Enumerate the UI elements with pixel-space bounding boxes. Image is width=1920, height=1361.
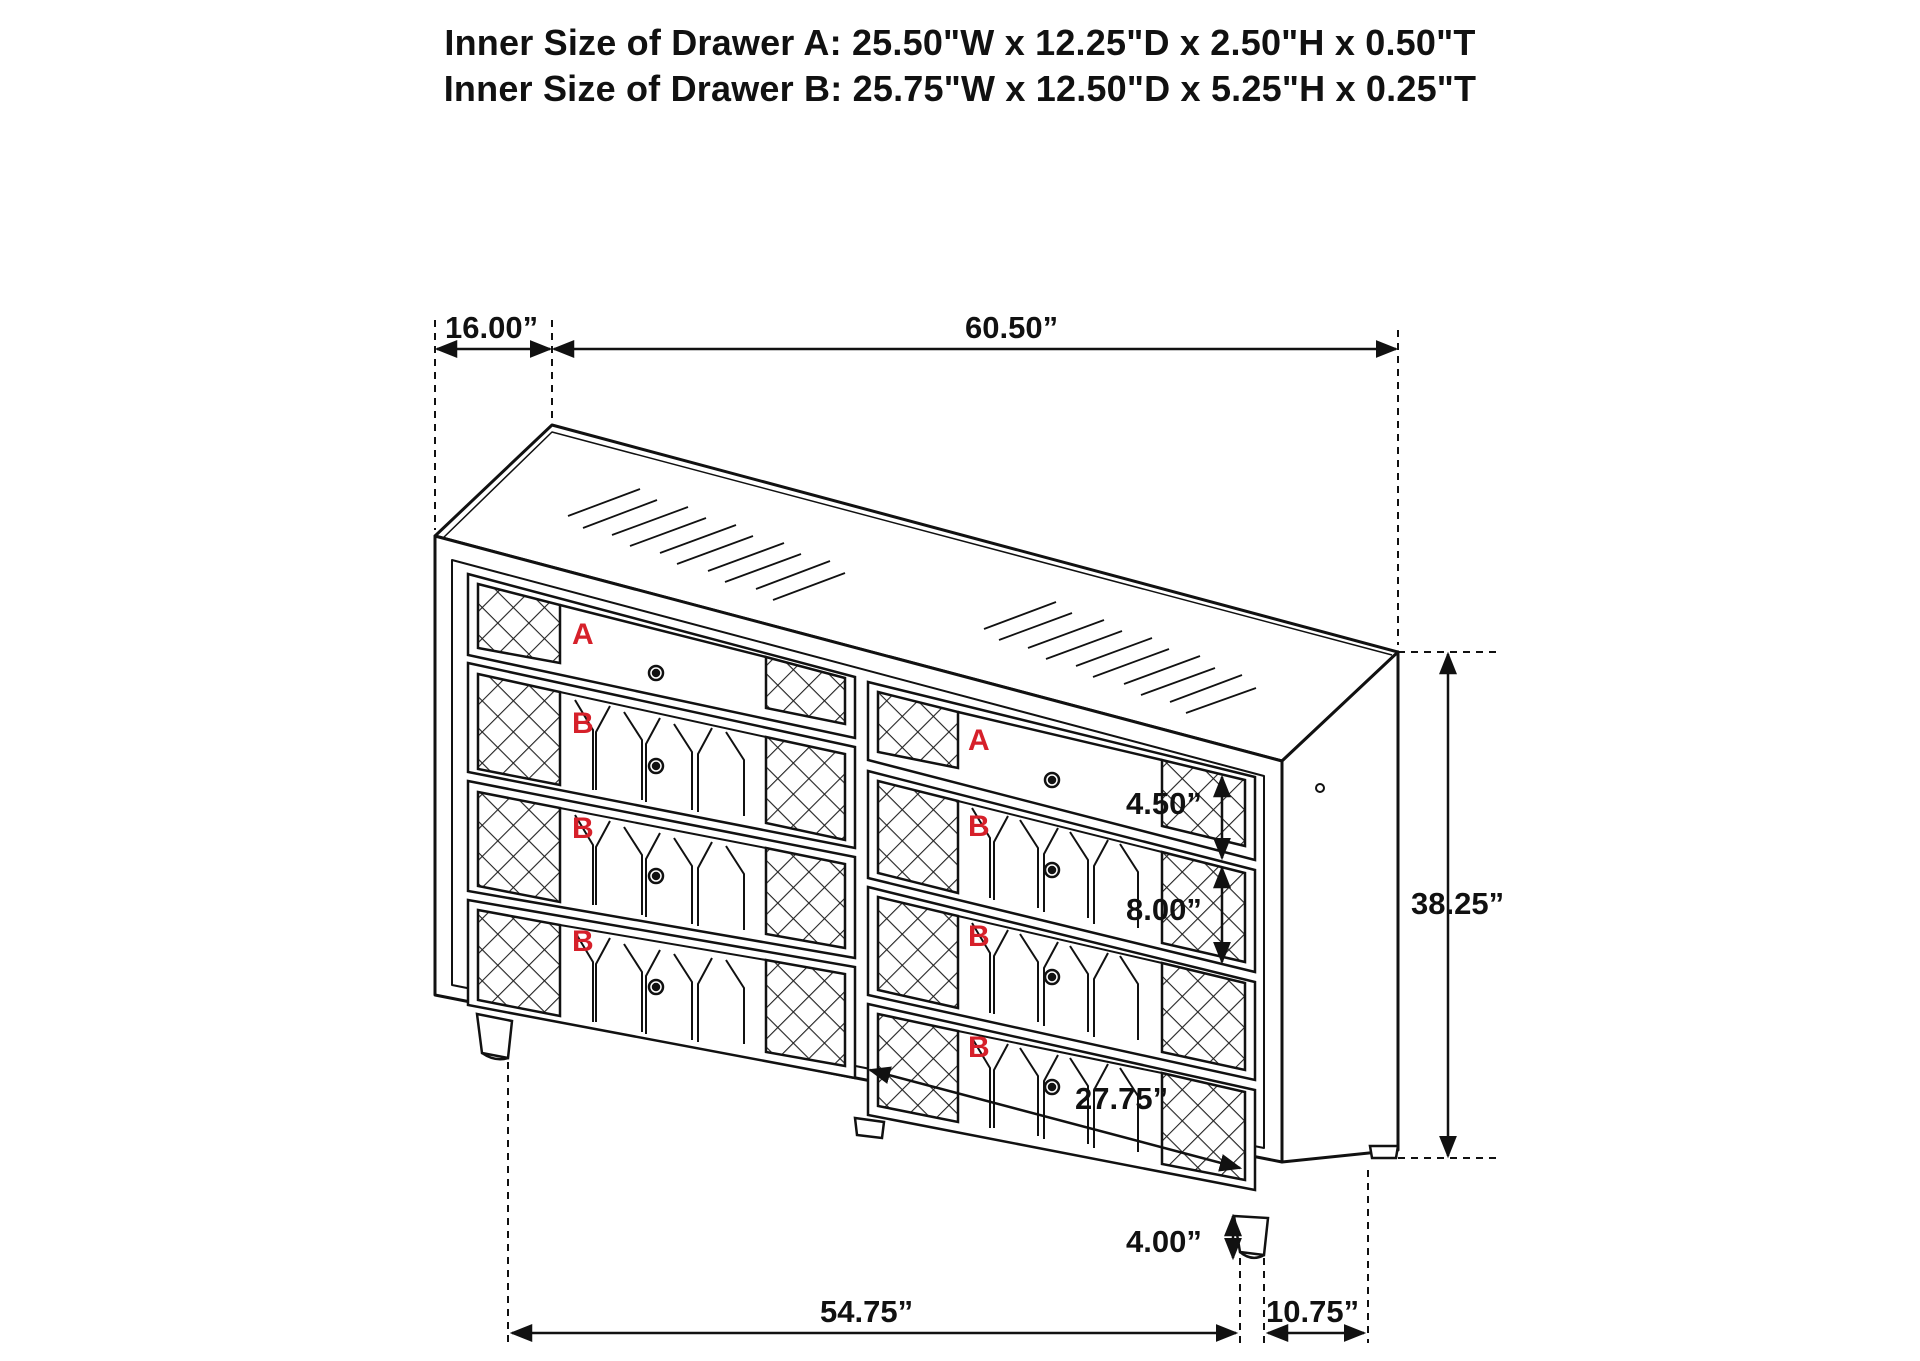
drawer-label-b-left-2: B xyxy=(572,812,594,845)
drawer-label-b-left-3: B xyxy=(572,925,594,958)
legs xyxy=(475,1012,1400,1260)
drawer-b-left-2 xyxy=(466,779,857,960)
dimension-lines xyxy=(434,320,1500,1343)
leg-back-right xyxy=(1368,1144,1400,1160)
dim-leg-height: 4.00” xyxy=(1126,1224,1202,1259)
left-drawer-column xyxy=(466,572,857,1080)
dim-base-depth: 10.75” xyxy=(1266,1294,1359,1329)
leg-back-middle xyxy=(853,1116,886,1140)
dim-width-top: 60.50” xyxy=(965,310,1058,345)
dim-height: 38.25” xyxy=(1411,886,1504,921)
dim-drawer-height: 8.00” xyxy=(1126,892,1202,927)
drawer-label-b-right-2: B xyxy=(968,920,990,953)
drawer-label-b-right-1: B xyxy=(968,810,990,843)
drawer-a-left xyxy=(466,572,857,740)
drawer-b-left-1 xyxy=(466,661,857,850)
leg-front-left xyxy=(475,1012,514,1060)
drawer-label-b-right-3: B xyxy=(968,1031,990,1064)
dim-depth-top: 16.00” xyxy=(445,310,538,345)
dimension-labels: 16.00” 60.50” 38.25” 4.50” 8.00” 27.75” … xyxy=(445,310,1504,1329)
dim-drawer-width: 27.75” xyxy=(1075,1081,1168,1116)
drawer-label-b-left-1: B xyxy=(572,707,594,740)
dim-line-drawer-width xyxy=(867,1066,1243,1172)
drawer-b-spec: Inner Size of Drawer B: 25.75"W x 12.50"… xyxy=(443,68,1477,109)
drawer-label-a-left: A xyxy=(572,618,594,651)
drawer-label-a-right: A xyxy=(968,724,990,757)
top-glare-marks xyxy=(567,488,1257,714)
leg-front-right xyxy=(1232,1214,1270,1257)
drawer-labels: A B B B A B B B xyxy=(572,618,990,1064)
drawer-a-spec: Inner Size of Drawer A: 25.50"W x 12.25"… xyxy=(444,22,1476,63)
drawer-b-left-3 xyxy=(466,898,857,1080)
dim-base-width: 54.75” xyxy=(820,1294,913,1329)
dim-top-drawer-height: 4.50” xyxy=(1126,786,1202,821)
side-hole xyxy=(1315,783,1325,793)
drawer-b-right-2 xyxy=(866,885,1257,1082)
